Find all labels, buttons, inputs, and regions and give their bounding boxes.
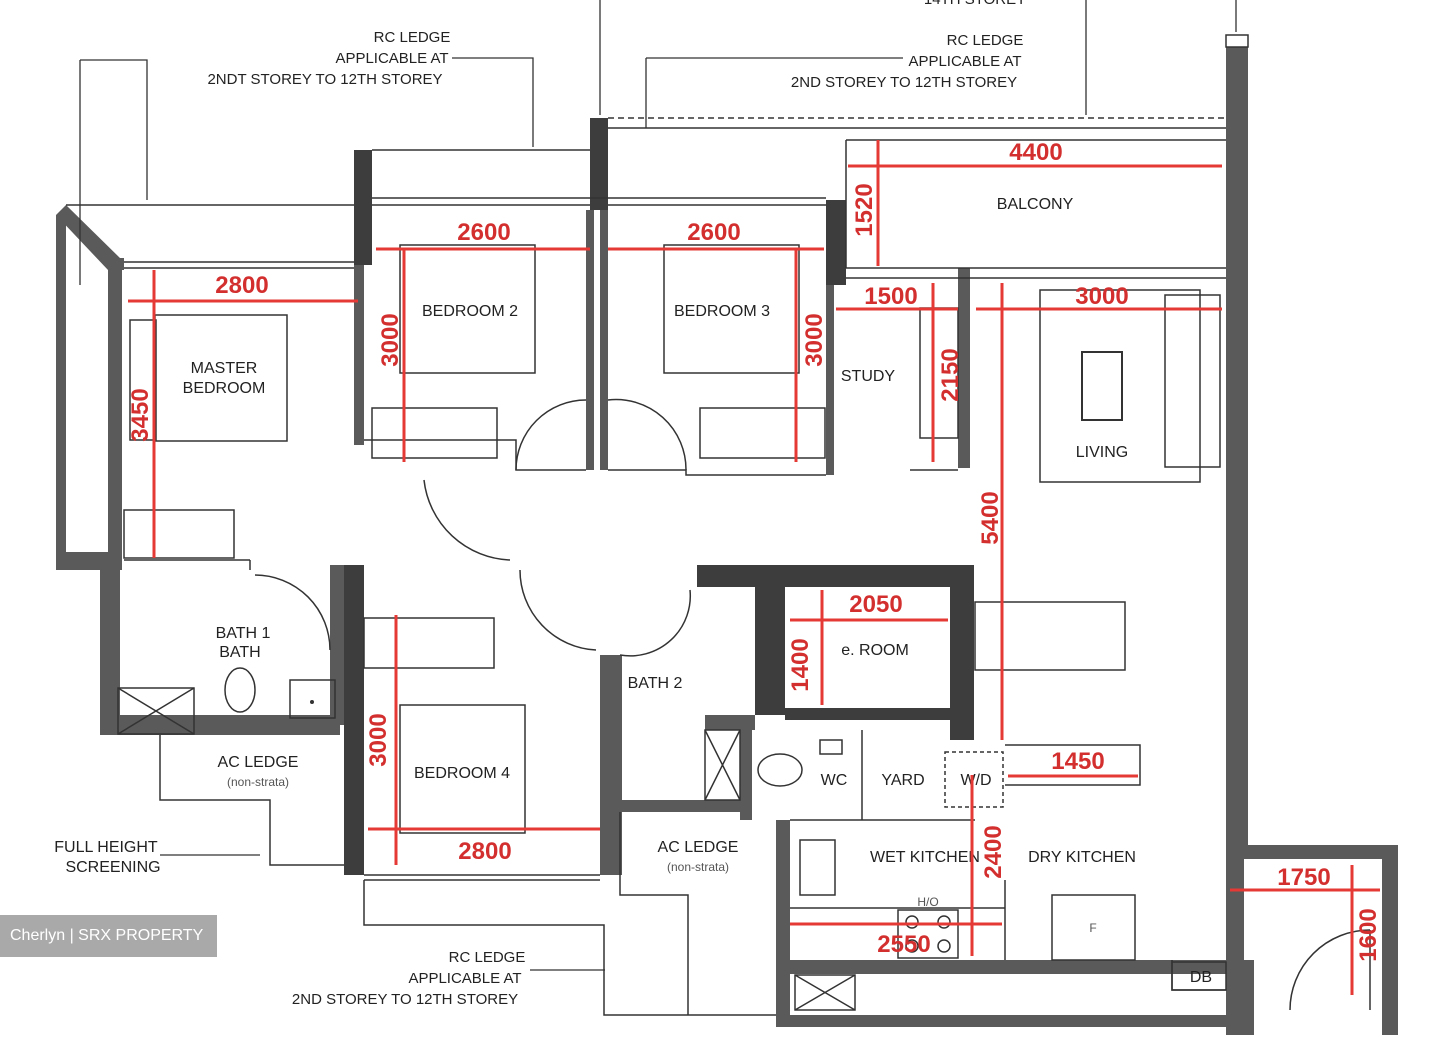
svg-text:APPLICABLE AT: APPLICABLE AT	[908, 53, 1021, 70]
household-shelter-label: e. ROOM	[841, 642, 909, 659]
svg-text:RC LEDGE: RC LEDGE	[449, 949, 526, 966]
svg-text:AC LEDGE: AC LEDGE	[658, 839, 739, 856]
dim-bedroom3-depth: 3000	[801, 313, 828, 366]
dim-bedroom2-depth: 3000	[377, 313, 404, 366]
dim-kitchen-width: 2550	[877, 931, 930, 958]
dim-shelter-depth: 1400	[787, 638, 814, 691]
full-height-screening-note: FULL HEIGHT SCREENING	[54, 839, 160, 876]
svg-text:SCREENING: SCREENING	[65, 859, 160, 876]
dim-foyer-width: 1750	[1277, 864, 1330, 891]
bath1-label: BATH 1	[216, 625, 271, 642]
bedroom2-label: BEDROOM 2	[422, 303, 518, 320]
dim-shelter-width: 2050	[849, 591, 902, 618]
svg-text:(non-strata): (non-strata)	[227, 775, 289, 789]
dim-balcony-width: 4400	[1009, 139, 1062, 166]
room-labels: MASTER BEDROOM BEDROOM 2 BEDROOM 3 BEDRO…	[183, 196, 1212, 986]
svg-text:RC LEDGE: RC LEDGE	[947, 32, 1024, 49]
svg-text:2ND STOREY TO 12TH STOREY: 2ND STOREY TO 12TH STOREY	[292, 991, 518, 1008]
dry-kitchen-label: DRY KITCHEN	[1028, 849, 1136, 866]
svg-text:APPLICABLE AT: APPLICABLE AT	[408, 970, 521, 987]
dim-bedroom4-width: 2800	[458, 838, 511, 865]
dim-master-depth: 3450	[127, 388, 154, 441]
svg-text:2ND STOREY TO 12TH STOREY: 2ND STOREY TO 12TH STOREY	[791, 74, 1017, 91]
svg-text:2NDT STOREY TO 12TH STOREY: 2NDT STOREY TO 12TH STOREY	[207, 71, 442, 88]
svg-text:APPLICABLE AT: APPLICABLE AT	[335, 50, 448, 67]
dim-bedroom4-depth: 3000	[365, 713, 392, 766]
dim-dry-kitchen-width: 1450	[1051, 748, 1104, 775]
svg-text:RC LEDGE: RC LEDGE	[374, 29, 451, 46]
dim-bedroom2-width: 2600	[457, 219, 510, 246]
wet-kitchen-label: WET KITCHEN	[870, 849, 980, 866]
washer-dryer-label: W/D	[960, 772, 991, 789]
yard-label: YARD	[881, 772, 924, 789]
dim-balcony-depth: 1520	[851, 183, 878, 236]
dim-study-depth: 2150	[937, 348, 964, 401]
bath2-label: BATH 2	[628, 675, 683, 692]
hob-label: H/O	[917, 895, 938, 909]
rc-ledge-note-bottom: RC LEDGE APPLICABLE AT 2ND STOREY TO 12T…	[292, 949, 525, 1008]
master-bedroom-label-2: BEDROOM	[183, 380, 266, 397]
balcony-label: BALCONY	[997, 196, 1074, 213]
rc-ledge-note-right: RC LEDGE APPLICABLE AT 2ND STOREY TO 12T…	[791, 32, 1023, 91]
bedroom3-label: BEDROOM 3	[674, 303, 770, 320]
svg-text:AC LEDGE: AC LEDGE	[218, 754, 299, 771]
living-label: LIVING	[1076, 444, 1128, 461]
dim-living-width: 3000	[1075, 283, 1128, 310]
dimension-labels: 2800 3450 2600 3000 2600 3000 4400 1520 …	[127, 139, 1382, 962]
dim-study-width: 1500	[864, 283, 917, 310]
dim-living-depth: 5400	[977, 491, 1004, 544]
bedroom4-label: BEDROOM 4	[414, 765, 510, 782]
bath1-label-2: BATH	[219, 644, 260, 661]
db-label: DB	[1190, 969, 1212, 986]
svg-text:FULL HEIGHT: FULL HEIGHT	[54, 839, 158, 856]
ac-ledge-left-note: AC LEDGE (non-strata)	[218, 754, 299, 789]
watermark: Cherlyn | SRX PROPERTY	[0, 915, 217, 957]
dim-foyer-depth: 1600	[1355, 908, 1382, 961]
wc-label: WC	[821, 772, 848, 789]
plan-linework	[66, 117, 1371, 1016]
dim-kitchen-depth: 2400	[980, 825, 1007, 878]
dim-bedroom3-width: 2600	[687, 219, 740, 246]
dimension-lines	[128, 140, 1380, 995]
fridge-label: F	[1089, 921, 1096, 935]
dim-master-width: 2800	[215, 272, 268, 299]
rc-ledge-note-left: RC LEDGE APPLICABLE AT 2NDT STOREY TO 12…	[207, 29, 450, 88]
study-label: STUDY	[841, 368, 896, 385]
ac-ledge-center-note: AC LEDGE (non-strata)	[658, 839, 739, 874]
top-storey-note: 14TH STOREY	[924, 0, 1026, 8]
walls	[56, 34, 1398, 1035]
svg-text:(non-strata): (non-strata)	[667, 860, 729, 874]
leader-lines	[79, 0, 1237, 971]
master-bedroom-label: MASTER	[191, 360, 258, 377]
